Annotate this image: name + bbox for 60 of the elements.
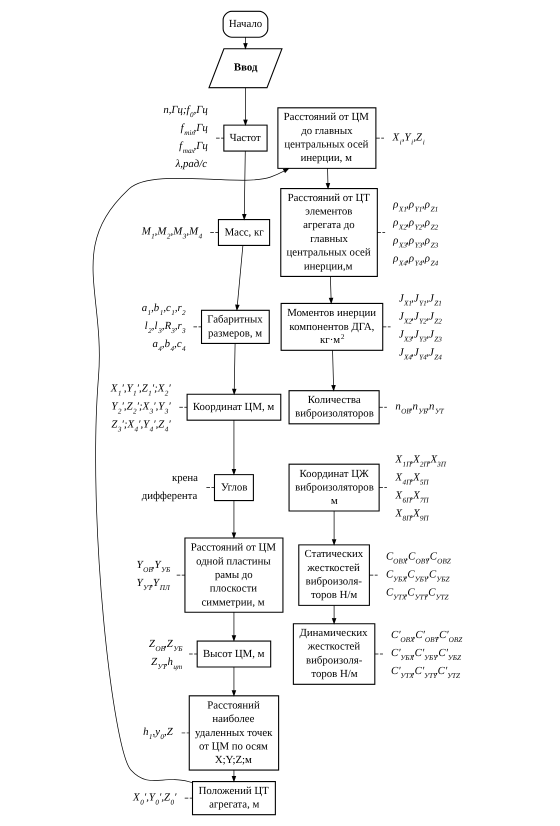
connector	[378, 406, 387, 408]
arrow	[231, 770, 236, 782]
node-box: Статических жесткостей виброизоля- торов Н/м	[298, 544, 370, 606]
connector	[180, 732, 190, 734]
node-text: n,Гц;f$_{0}$,Гц f$_{min}$,Гц f$_{max}$,Гц λ,рад/с	[162, 104, 208, 170]
node-text: h$_{1}$,y$_{0}$,Z	[142, 726, 172, 742]
connector	[368, 574, 378, 576]
arrow	[231, 500, 236, 539]
arrow	[325, 168, 330, 190]
connector	[209, 232, 218, 233]
node-box: Динамических жесткостей виброизоля- торов Н/м	[292, 623, 375, 685]
arrow	[231, 420, 236, 476]
node-box: Расстояний от ЦМ одной пластины рамы до плоскости симметрии, м	[184, 537, 283, 613]
connector	[382, 326, 390, 328]
node-box: Габаритных размеров, м	[200, 310, 270, 344]
arrow	[242, 36, 248, 50]
node-text: Z$_{ОВ}$,Z$_{УБ}$ Z$_{УТ}$,h$_{цт}$	[148, 638, 182, 671]
node-text: X$_{1}$′,Y$_{1}$′,Z$_{1}$′;X$_{2}$′ Y$_{2}$′,Z$_{2}$′;X$_{3}$′,Y$_{3}$′ Z$_{3}$′;X$_{4}$′,Y$_{4}$′,Z$_{4}$′	[110, 382, 170, 434]
node-text: M$_{1}$,M$_{2}$,M$_{3}$,M$_{4}$	[141, 226, 202, 241]
arrow	[231, 612, 236, 642]
node-box: Расстояний от ЦМ до главных центральных осей инерции, м	[276, 107, 376, 169]
node-text: крена дифферента	[141, 472, 198, 502]
connector	[192, 326, 202, 328]
arrow	[92, 168, 290, 784]
arrow	[331, 605, 336, 625]
node-text: C′$_{ОВX}$,C′$_{ОВY}$,C′$_{ОВZ}$ C′$_{УБX}$,C′$_{УБY}$,C′$_{УБZ}$ C′$_{УТX}$,C′$_{УТY}$,C′$_{УТZ}$	[390, 629, 462, 680]
node-box: Координат ЦМ, м	[186, 394, 281, 421]
arrow	[234, 245, 243, 312]
connector	[178, 406, 187, 408]
node-text: X$_{i}$,Y$_{i}$,Z$_{i}$	[392, 131, 424, 146]
connector	[206, 487, 214, 488]
node-text: a$_{1}$,b$_{1}$,c$_{1}$,r$_{2}$ l$_{2}$,l$_{3}$,R$_{3}$,r$_{3}$ a$_{4}$,b$_{4}$,c$_{4}$	[141, 302, 186, 354]
node-box: Высот ЦМ, м	[196, 640, 271, 668]
arrow	[331, 510, 336, 546]
arrow	[242, 87, 248, 126]
node-text: ρ$_{X1}$,ρ$_{Y1}$,ρ$_{Z1}$ ρ$_{X2}$,ρ$_{Y2}$,ρ$_{Z2}$ ρ$_{X3}$,ρ$_{Y3}$,ρ$_{Z3}$ ρ$_{X4}$,ρ$_{Y4}$,ρ$_{Z4}$	[392, 198, 438, 268]
node-text: X$_{0}$′,Y$_{0}$′,Z$_{0}$′	[132, 791, 176, 806]
arrow	[330, 350, 336, 392]
connector	[378, 487, 387, 488]
node-text: X$_{1П}$,X$_{2П}$,X$_{3П}$ X$_{4П}$,X$_{5П}$ X$_{6П}$,X$_{7П}$ X$_{8П}$,X$_{9П}$	[394, 453, 446, 522]
node-text: J$_{X1}$,J$_{Y1}$,J$_{Z1}$ J$_{X2}$,J$_{Y2}$,J$_{Z2}$ J$_{X3}$,J$_{Y3}$,J$_{Z3}$ J$_{X4}$,J$_{Y4}$,J$_{Z4}$	[398, 292, 442, 362]
node-text: C$_{ОВX}$,C$_{ОВY}$,C$_{ОВZ}$ C$_{УБX}$,C$_{УБY}$,C$_{УБZ}$ C$_{УТX}$,C$_{УТY}$,C$_{УТZ}$	[385, 550, 450, 602]
arrow	[242, 150, 246, 220]
arrow	[328, 276, 333, 304]
node-box: Расстояний наиболее удаленных точек от ЦМ по осям X;Y;Z;м	[188, 695, 279, 771]
node-box: Начало	[222, 10, 268, 38]
node-text: n$_{ОВ}$,n$_{УБ}$,n$_{УТ}$	[394, 400, 444, 416]
node-box: Координат ЦЖ виброизоляторов м	[288, 464, 380, 512]
node-text: Y$_{ОВ}$,Y$_{УБ}$ Y$_{УТ}$,Y$_{ПЛ}$	[136, 558, 170, 592]
node-box: Моментов инерции компонентов ДГА, кг·м$^{2}$	[280, 302, 383, 351]
connector	[376, 232, 385, 233]
node-box: Масс, кг	[217, 219, 270, 246]
arrow	[231, 666, 236, 697]
node-box: Расстояний от ЦТ элементов агрегата до главных центральных осей инерции,м	[280, 188, 378, 277]
arrow	[231, 343, 236, 396]
node-box: Количества виброизоляторов	[288, 390, 380, 424]
node-box: Положений ЦТ агрегата, м	[191, 781, 276, 816]
connector	[176, 574, 185, 576]
node-box: Углов	[213, 474, 254, 502]
node-box: Частот	[222, 124, 268, 152]
